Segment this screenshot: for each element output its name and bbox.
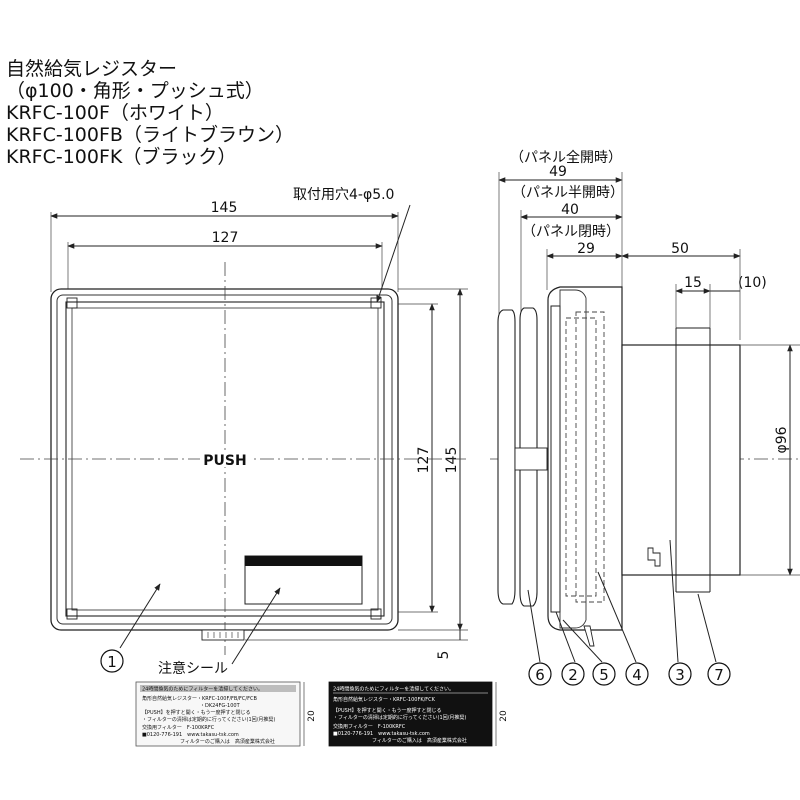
panel-closed-label: （パネル閉時） [522, 224, 620, 240]
dim-10: (10) [738, 275, 767, 291]
mounting-hole [370, 297, 382, 309]
svg-text:■0120-776-191 www.takasu-tsk.c: ■0120-776-191 www.takasu-tsk.com [333, 731, 430, 737]
callout-5 [592, 662, 616, 686]
svg-text:角形自然給気レジスター・KRFC-100FK/FCK: 角形自然給気レジスター・KRFC-100FK/FCK [333, 696, 436, 703]
svg-text:・DK24FG-100T: ・DK24FG-100T [200, 703, 241, 709]
model-light-brown: KRFC-100FB（ライトブラウン） [6, 124, 294, 146]
side-view: （パネル全開時） 49 （パネル半開時） 40 （パネル閉時） 29 50 15… [490, 149, 800, 686]
callout-6 [528, 662, 552, 686]
svg-text:フィルターのご購入は 高須産業株式会社: フィルターのご購入は 高須産業株式会社 [180, 738, 275, 745]
push-label: PUSH [203, 453, 246, 469]
callout-1 [100, 649, 124, 673]
duct [621, 344, 741, 576]
model-black: KRFC-100FK（ブラック） [6, 146, 237, 168]
dim-15: 15 [684, 275, 702, 291]
seal-height-label: 20 [307, 710, 317, 722]
product-name: 自然給気レジスター [6, 58, 178, 80]
mounting-screw [583, 625, 595, 647]
mounting-hole [66, 297, 78, 309]
svg-text:24時間換気のためにフィルターを清掃してください。: 24時間換気のためにフィルターを清掃してください。 [142, 686, 263, 693]
title-block: 自然給気レジスター （φ100・角形・プッシュ式） KRFC-100F（ホワイト… [6, 58, 294, 168]
callout-3 [668, 662, 692, 686]
dim-panel-half-open: 40 [561, 202, 579, 218]
svg-text:フィルターのご購入は 高須産業株式会社: フィルターのご購入は 高須産業株式会社 [372, 737, 467, 744]
panel-full-open [497, 309, 516, 605]
caution-seal-label: 注意シール [158, 660, 228, 677]
filter [565, 317, 597, 597]
caution-seal-white: 24時間換気のためにフィルターを清掃してください。 角形自然給気レジスター・KR… [135, 681, 317, 747]
bottom-tab [201, 629, 245, 641]
callout-7 [707, 662, 731, 686]
front-view: 145 127 145 127 5 PUSH [20, 187, 470, 677]
svg-text:1: 1 [107, 653, 117, 671]
dim-panel-closed: 29 [577, 241, 595, 257]
dim-duct-length: 50 [671, 241, 689, 257]
seal-height-label: 20 [499, 710, 509, 722]
svg-text:7: 7 [714, 666, 724, 684]
panel-full-open-label: （パネル全開時） [510, 149, 622, 166]
dim-overall-width: 145 [211, 200, 238, 216]
svg-text:・フィルターの清掃は定期的に行ってください(1回/月推奨): ・フィルターの清掃は定期的に行ってください(1回/月推奨) [333, 714, 466, 721]
model-white: KRFC-100F（ホワイト） [6, 102, 224, 124]
svg-text:2: 2 [568, 666, 578, 684]
svg-text:4: 4 [632, 666, 642, 684]
mounting-hole-note: 取付用穴4-φ5.0 [293, 187, 394, 203]
svg-text:24時間換気のためにフィルターを清掃してください。: 24時間換気のためにフィルターを清掃してください。 [333, 686, 454, 693]
mounting-hole [370, 608, 382, 620]
svg-text:・フィルターの清掃は定期的に行ってください(1回/月推奨): ・フィルターの清掃は定期的に行ってください(1回/月推奨) [142, 716, 275, 723]
svg-text:交換用フィルター F-100KRFC: 交換用フィルター F-100KRFC [333, 723, 406, 730]
callout-2 [561, 662, 585, 686]
svg-text:【PUSH】を押すと開く・もう一度押すと閉じる: 【PUSH】を押すと開く・もう一度押すと閉じる [333, 707, 441, 714]
mounting-hole [66, 608, 78, 620]
dim-diameter: φ96 [774, 426, 790, 453]
svg-text:交換用フィルター F-100KRFC: 交換用フィルター F-100KRFC [142, 724, 215, 731]
dim-panel-full-open: 49 [549, 164, 567, 180]
callout-4 [625, 662, 649, 686]
caution-seal-black: 24時間換気のためにフィルターを清掃してください。 角形自然給気レジスター・KR… [328, 681, 509, 747]
dim-overall-height: 145 [444, 447, 460, 474]
product-spec: （φ100・角形・プッシュ式） [6, 80, 264, 102]
svg-text:3: 3 [675, 666, 685, 684]
dim-inner-width: 127 [212, 230, 239, 246]
dim-inner-height: 127 [416, 447, 432, 474]
dim-bottom: 5 [436, 651, 452, 660]
panel-half-open-label: （パネル半開時） [512, 185, 624, 201]
svg-text:6: 6 [535, 666, 545, 684]
svg-text:【PUSH】を押すと開く・もう一度押すと閉じる: 【PUSH】を押すと開く・もう一度押すと閉じる [142, 709, 250, 716]
svg-text:5: 5 [599, 666, 609, 684]
svg-text:■0120-776-191 www.takasu-tsk.c: ■0120-776-191 www.takasu-tsk.com [142, 732, 239, 738]
svg-text:角形自然給気レジスター・KRFC-100F/FB/FC/FC: 角形自然給気レジスター・KRFC-100F/FB/FC/FCB [142, 695, 257, 702]
